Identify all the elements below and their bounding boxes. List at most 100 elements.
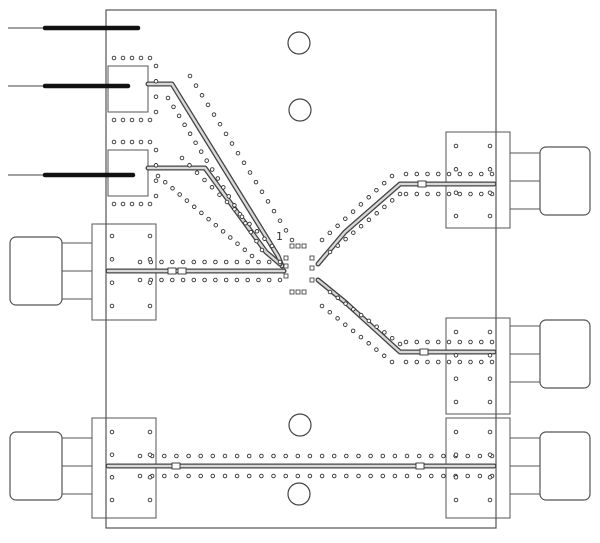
mounting-hole-2 xyxy=(288,98,312,122)
ground-via xyxy=(265,199,271,204)
ground-via xyxy=(368,473,373,479)
ground-via xyxy=(249,253,255,259)
ground-via xyxy=(147,303,153,309)
ground-via xyxy=(374,187,379,193)
ground-via xyxy=(468,339,473,345)
component-pad-4 xyxy=(415,462,425,470)
ground-via xyxy=(170,186,175,191)
ground-via xyxy=(147,497,153,503)
ground-via xyxy=(468,359,473,365)
ground-via xyxy=(193,140,198,145)
ground-via xyxy=(259,189,265,195)
component-pad-1 xyxy=(167,267,177,275)
ground-via xyxy=(223,259,229,265)
ground-via xyxy=(487,190,493,195)
ground-via xyxy=(374,211,379,216)
ground-via xyxy=(210,453,216,459)
ground-via xyxy=(165,95,171,101)
ground-via xyxy=(381,353,387,359)
ground-via xyxy=(453,399,459,405)
ground-via xyxy=(174,473,179,479)
ground-via xyxy=(358,223,364,229)
ground-via xyxy=(289,237,295,243)
ground-via xyxy=(271,453,276,459)
ground-via xyxy=(259,247,265,253)
ground-via xyxy=(446,191,452,197)
sma-connector-right-mid xyxy=(509,319,591,389)
ground-via xyxy=(153,63,159,69)
ground-via xyxy=(327,309,333,315)
chip-pad-area xyxy=(283,243,315,295)
trace-rf-out-1-body xyxy=(316,182,496,266)
component-pad-2 xyxy=(177,267,187,275)
ground-via xyxy=(335,316,340,321)
ground-via xyxy=(453,353,459,358)
trace-bias-1 xyxy=(145,81,285,269)
ground-via xyxy=(344,453,349,459)
ground-via xyxy=(193,83,199,88)
ground-via xyxy=(436,171,441,177)
ground-via xyxy=(171,104,176,110)
connector-body xyxy=(9,431,63,501)
ground-via xyxy=(319,473,325,479)
ground-via xyxy=(487,399,493,405)
ground-via xyxy=(109,452,115,457)
ground-via xyxy=(389,335,395,341)
ground-via xyxy=(453,329,459,335)
ground-via xyxy=(453,213,459,219)
ground-via xyxy=(234,259,240,265)
component-pad-5 xyxy=(417,180,427,188)
ground-via xyxy=(177,192,182,197)
ground-via xyxy=(162,453,167,459)
chip-pad-6 xyxy=(301,289,307,295)
ground-via xyxy=(403,339,409,345)
ground-via xyxy=(223,277,229,283)
ground-via xyxy=(222,453,228,459)
ground-via xyxy=(465,473,470,479)
ground-via xyxy=(137,473,143,479)
ground-via xyxy=(343,216,348,221)
ground-via xyxy=(319,237,325,243)
component-pad-3 xyxy=(171,462,181,470)
connector-body xyxy=(539,319,591,389)
ground-via xyxy=(344,473,349,479)
ground-via xyxy=(453,497,459,503)
sma-connector-left-mid xyxy=(9,236,93,306)
ground-via xyxy=(138,201,144,207)
ground-via xyxy=(198,149,204,154)
ground-via xyxy=(307,473,313,479)
dc-feed-3 xyxy=(8,149,149,197)
ground-via xyxy=(228,235,233,240)
connector-body xyxy=(539,146,591,216)
ground-via xyxy=(479,359,484,365)
ground-via xyxy=(153,178,159,183)
ground-via xyxy=(159,277,164,283)
ground-via xyxy=(416,453,422,459)
rf-traces xyxy=(105,81,497,470)
ground-via xyxy=(307,453,313,459)
ground-via xyxy=(489,339,495,345)
ground-via xyxy=(487,143,493,149)
ground-via xyxy=(194,170,200,175)
ground-via xyxy=(343,301,348,306)
ground-via xyxy=(182,122,187,128)
ground-via xyxy=(111,55,117,61)
ground-via xyxy=(184,198,190,203)
ground-vias xyxy=(109,55,495,503)
chip-pad-4 xyxy=(289,289,295,295)
ground-via xyxy=(429,473,434,479)
ground-via xyxy=(403,191,409,197)
ground-via xyxy=(147,257,153,262)
ground-via xyxy=(191,204,197,210)
ground-via xyxy=(147,475,153,480)
ground-via xyxy=(153,193,159,199)
ground-via xyxy=(429,453,434,459)
ground-via xyxy=(199,210,204,216)
ground-via xyxy=(283,453,288,459)
ground-via xyxy=(109,429,115,435)
ground-via xyxy=(479,171,484,177)
ground-via xyxy=(392,453,398,459)
connector-body xyxy=(9,236,63,306)
mounting-hole-3 xyxy=(288,413,312,437)
